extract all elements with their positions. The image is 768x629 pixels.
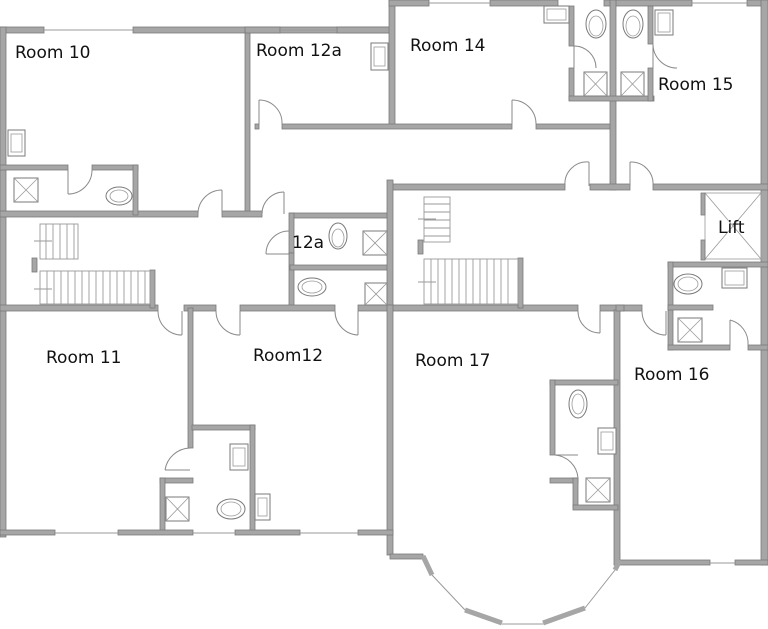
toilet-icon bbox=[622, 9, 644, 39]
toilet-icon bbox=[585, 9, 607, 39]
room-label-room-14: Room 14 bbox=[410, 36, 486, 56]
room-label-room-15: Room 15 bbox=[658, 75, 734, 95]
room-label-bath-12a: 12a bbox=[292, 233, 325, 253]
room-label-lift: Lift bbox=[718, 218, 745, 238]
toilet-icon bbox=[297, 277, 327, 297]
toilet-icon bbox=[328, 222, 348, 250]
toilet-icon bbox=[105, 186, 133, 206]
room-label-room-16: Room 16 bbox=[634, 365, 710, 385]
sink-icon bbox=[597, 427, 617, 455]
doors bbox=[67, 43, 749, 479]
fixtures bbox=[7, 5, 748, 522]
room-label-room-17: Room 17 bbox=[415, 351, 491, 371]
room-label-room-11: Room 11 bbox=[46, 348, 122, 368]
shower-icon bbox=[165, 496, 190, 522]
shower-icon bbox=[364, 282, 388, 306]
stairs-right bbox=[418, 196, 519, 305]
shower-icon bbox=[13, 177, 39, 203]
room-label-room-12: Room12 bbox=[253, 346, 324, 366]
room-label-room-12a: Room 12a bbox=[256, 41, 342, 61]
toilet-icon bbox=[216, 498, 246, 520]
sink-icon bbox=[721, 267, 748, 289]
toilet-icon bbox=[568, 389, 588, 419]
shower-icon bbox=[677, 317, 703, 343]
sink-icon bbox=[229, 443, 249, 471]
room-label-room-10: Room 10 bbox=[15, 43, 91, 63]
sink-icon bbox=[370, 42, 389, 71]
sink-icon bbox=[654, 9, 674, 36]
sink-icon bbox=[254, 493, 271, 521]
shower-icon bbox=[362, 230, 388, 256]
toilet-icon bbox=[673, 273, 703, 295]
shower-icon bbox=[585, 477, 611, 503]
sink-icon bbox=[543, 5, 570, 24]
shower-icon bbox=[583, 71, 608, 97]
shower-icon bbox=[620, 71, 645, 97]
sink-icon bbox=[7, 129, 26, 157]
stairs-left bbox=[34, 223, 151, 305]
